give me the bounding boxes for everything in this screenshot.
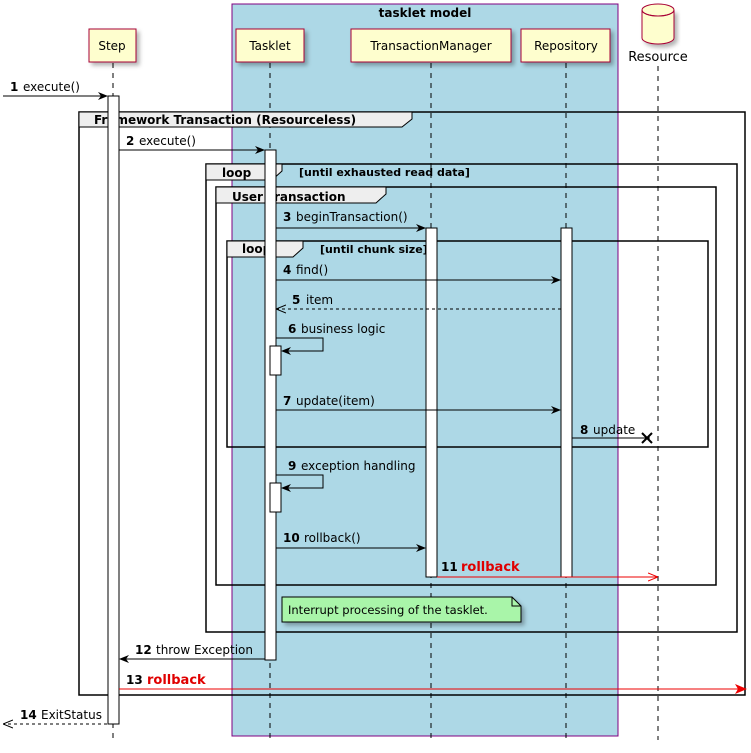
message-10-number: 10 xyxy=(283,531,300,545)
message-7-label: update(item) xyxy=(296,394,375,408)
frame-framework-transaction-label: Framework Transaction (Resourceless) xyxy=(94,113,356,127)
message-13-label: rollback xyxy=(147,673,206,688)
message-9-label: exception handling xyxy=(301,459,416,473)
activation-transaction-manager xyxy=(425,227,438,578)
participant-transaction-manager-label: TransactionManager xyxy=(369,39,491,53)
message-4-label: find() xyxy=(296,263,328,277)
tasklet-model-title: tasklet model xyxy=(379,6,472,20)
message-2-label: execute() xyxy=(139,134,196,148)
message-13-number: 13 xyxy=(126,673,143,687)
participant-step: Step xyxy=(88,28,137,63)
message-10-label: rollback() xyxy=(304,531,361,545)
message-8-number: 8 xyxy=(580,423,588,437)
message-1-number: 1 xyxy=(10,80,18,94)
message-2-number: 2 xyxy=(126,134,134,148)
inner-loop-label: loop xyxy=(242,242,272,256)
message-12-number: 12 xyxy=(135,643,152,657)
activation-tasklet-business-logic xyxy=(269,345,282,376)
message-3-label: beginTransaction() xyxy=(296,210,408,224)
message-12-label: throw Exception xyxy=(156,643,253,657)
destroy-icon xyxy=(641,432,653,444)
user-transaction-label: User Transaction xyxy=(232,190,346,204)
message-1-label: execute() xyxy=(23,80,80,94)
note-text: Interrupt processing of the tasklet. xyxy=(288,603,488,617)
message-6-arrow xyxy=(276,337,324,355)
participant-repository-label: Repository xyxy=(534,39,598,53)
inner-loop-condition: [until chunk size] xyxy=(320,243,428,256)
message-4-number: 4 xyxy=(283,263,291,277)
message-14-number: 14 xyxy=(20,708,37,722)
message-6-number: 6 xyxy=(288,322,296,336)
frame-outer-loop: loop [until exhausted read data] xyxy=(205,163,738,633)
participant-repository: Repository xyxy=(520,28,611,63)
message-11-label: rollback xyxy=(461,560,520,575)
database-icon xyxy=(641,3,675,45)
activation-tasklet-exception-handling xyxy=(269,482,282,513)
activation-repository xyxy=(560,227,573,578)
message-3-number: 3 xyxy=(283,210,291,224)
activation-step xyxy=(107,95,120,725)
message-5-label: item xyxy=(306,293,333,307)
outer-loop-condition: [until exhausted read data] xyxy=(299,166,470,179)
note: Interrupt processing of the tasklet. xyxy=(281,596,522,623)
message-11-number: 11 xyxy=(441,560,458,574)
outer-loop-label: loop xyxy=(222,166,252,180)
message-9-number: 9 xyxy=(288,459,296,473)
activation-tasklet xyxy=(264,149,277,661)
participant-tasklet: Tasklet xyxy=(235,28,305,63)
message-9-arrow xyxy=(276,474,324,492)
message-14-label: ExitStatus xyxy=(41,708,102,722)
participant-tasklet-label: Tasklet xyxy=(248,39,291,53)
participant-resource-label: Resource xyxy=(628,50,688,65)
message-5-number: 5 xyxy=(292,293,300,307)
message-6-label: business logic xyxy=(301,322,385,336)
participant-step-label: Step xyxy=(98,39,125,53)
frame-framework-transaction: Framework Transaction (Resourceless) xyxy=(78,111,746,696)
message-8-label: update xyxy=(593,423,635,437)
frame-user-transaction: User Transaction xyxy=(215,186,717,586)
message-7-number: 7 xyxy=(283,394,291,408)
participant-transaction-manager: TransactionManager xyxy=(350,28,512,63)
